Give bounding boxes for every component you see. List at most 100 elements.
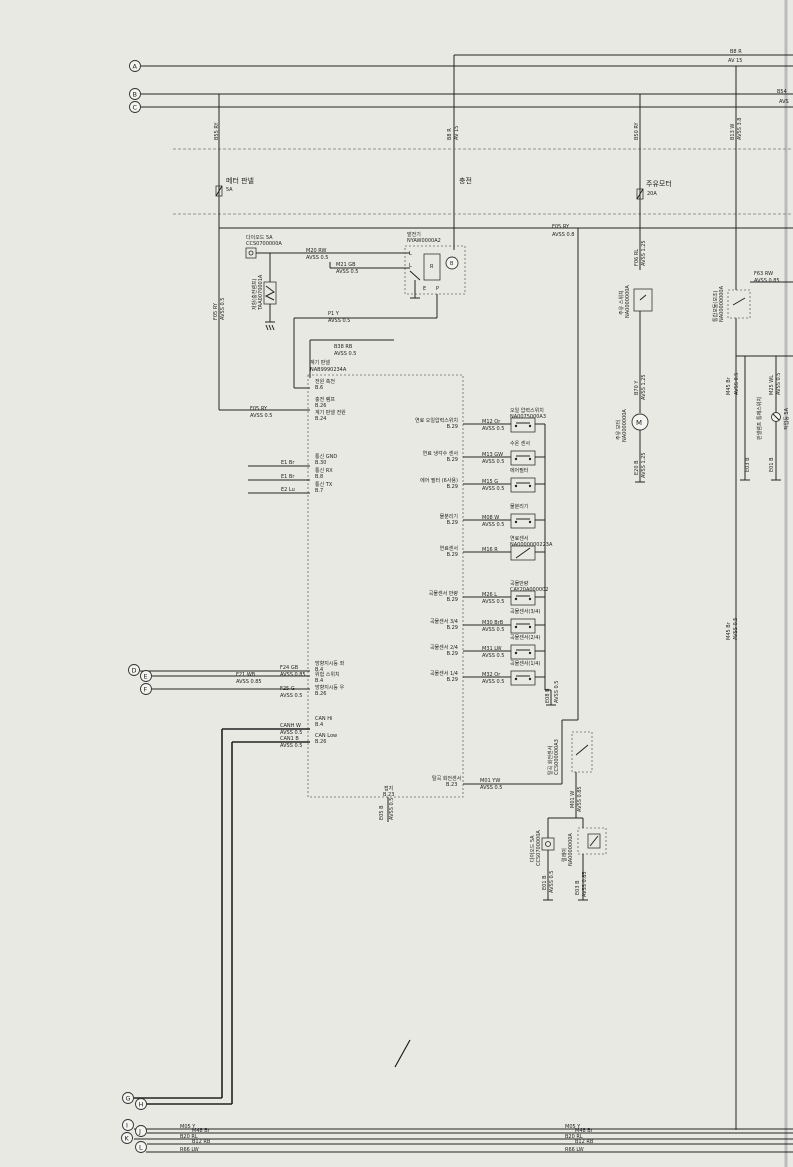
panel-left-pin-number: B.30 <box>315 460 326 466</box>
connector-e: E <box>140 670 152 682</box>
svg-text:M: M <box>636 419 642 427</box>
signal-wire-spec: AVSS 0.5 <box>482 653 504 659</box>
fuse-icon <box>636 188 644 200</box>
rot-gnd2: E03 B <box>575 880 581 895</box>
sensor: 곡물센서(3/4) <box>510 608 545 634</box>
e-wire: F21 WB <box>236 672 256 678</box>
fuel-switch-part: NA0000000A <box>625 285 631 318</box>
fuel-wire-label: B50 RY <box>634 121 640 140</box>
signal-wire-spec: AVSS 0.5 <box>482 679 504 685</box>
sensor-label: 물분리기 <box>510 503 528 510</box>
alternator-icon <box>445 256 459 270</box>
signal-wire-spec: AVSS 0.5 <box>482 599 504 605</box>
panel-left-pin: 계기 판넬 전원B.24 <box>315 409 346 422</box>
rotation-pin: B.23 <box>446 782 457 788</box>
signal-wire-spec: AVSS 0.5 <box>482 459 504 465</box>
svg-text:L: L <box>139 1144 143 1152</box>
sensor-label: 에어필터 <box>510 467 528 474</box>
contact-icon <box>528 457 532 461</box>
panel-left-pin: 방향지시등 좌B.4 <box>315 660 345 673</box>
panel-left-pin-number: B.26 <box>315 739 326 745</box>
can-h-wire: CANH W <box>280 723 301 729</box>
resistor-component: 저항(충전램프) TAA0070001A <box>251 253 277 331</box>
rot-diode-label: 다이오드 5A <box>529 835 536 862</box>
signal-wire-label: M31 LW <box>482 646 502 652</box>
alt-wire3-spec: AVSS 0.5 <box>328 318 350 324</box>
panel-right-pin-number: B.29 <box>447 552 458 558</box>
pen-mark <box>394 1039 411 1068</box>
right-branch: B13 W AVSS 3.8 <box>730 66 743 290</box>
right-long-wire: M45 Br <box>726 621 732 640</box>
can-h-spec: AVSS 0.5 <box>280 730 302 736</box>
connector-d: D <box>128 664 140 676</box>
fuel-pump-circuit: 주유 스위치 NA0000000A F06 RL AVSS 1.25 M B70… <box>615 240 653 483</box>
panel-right-pin-label: 연료 오일압력스위치 <box>415 417 458 424</box>
sensor-part: CAY20A000002 <box>510 587 548 593</box>
sensor-label: 곡물센서(2/4) <box>510 634 540 641</box>
bus-wire-label-left: M05 Y <box>180 1124 196 1130</box>
connector-k: K <box>121 1132 133 1144</box>
fuel-fuse-branch: B50 RY 주유모터 20A <box>634 94 672 270</box>
sensors-gnd-wire: E08 B <box>545 688 551 703</box>
right-wire-spec: AVSS 3.8 <box>737 118 743 140</box>
rotation-sensor-wire: M01 W <box>570 791 576 808</box>
panel-right-pin-number: B.29 <box>447 484 458 490</box>
d-wire: F24 GB <box>280 665 299 671</box>
relay-icon <box>589 835 599 847</box>
alt-wire3: P1 Y <box>328 311 340 317</box>
sensor-label: 수온 센서 <box>510 440 530 447</box>
rot-gnd1-spec: AVSS 0.5 <box>549 871 555 893</box>
panel-left-pin: 방향지시등 우B.26 <box>315 684 345 697</box>
contact-icon <box>514 625 518 629</box>
connector-h: H <box>135 1098 147 1110</box>
contact-icon <box>528 651 532 655</box>
fuel-wire2-spec: AVSS 1.25 <box>641 374 647 400</box>
resistor-part: TAA0070001A <box>258 274 264 311</box>
lamp-side-label: 판넬램프 통제스위치 <box>756 397 763 440</box>
sensor-switch-icon <box>510 590 536 606</box>
bus-wire-label-left: M48 Br <box>192 1128 211 1134</box>
panel-right-pin-label: 에어 필터 (6사용) <box>420 477 458 484</box>
signal-wire-label: M12 Or <box>482 419 501 425</box>
panel-feed-spec: AVSS 0.5 <box>334 351 356 357</box>
panel-right-pin-number: B.29 <box>447 677 458 683</box>
sensor: 곡물센서(1/4) <box>510 660 545 686</box>
signal-wire-label: M16 R <box>482 547 498 553</box>
sensor: 물분리기 <box>510 503 545 529</box>
panel-left-pin-label: 계기 판넬 전원 <box>315 409 346 416</box>
panel-left-pin-number: B.4 <box>315 667 323 673</box>
fuel-fuse-label: 주유모터 <box>646 179 672 188</box>
fuel-motor-part: NA0000000A <box>622 409 628 442</box>
right-wire1-spec: AVSS 0.85 <box>754 278 780 284</box>
panel-left-pin-label: 통신 RX <box>315 467 333 474</box>
top-wire-a-label: B8 R <box>730 49 742 55</box>
contact-icon <box>528 625 532 629</box>
panel-feed-wire: B38 RB <box>334 344 353 350</box>
contact-icon <box>514 520 518 524</box>
contact-icon <box>528 484 532 488</box>
left-drop: F05 RY AVSS 0.5 F05 RY AVSS 0.5 <box>213 228 310 419</box>
sensors-gnd-spec: AVSS 0.5 <box>554 681 560 703</box>
panel-right-pin-number: B.29 <box>447 625 458 631</box>
rot-diode-part: CCS0700000A <box>536 830 542 866</box>
panel-right-pin-label: 곡물센서 만량 <box>429 590 459 597</box>
panel-feed-wire: F05 RY <box>250 406 268 412</box>
panel-left-pin: 통신 TXB.7 <box>315 481 333 494</box>
rotation-part: CCS000000A3 <box>554 739 560 775</box>
lamp-label: 작업등 5A <box>783 407 790 430</box>
contact-icon <box>514 597 518 601</box>
panel-right-pin-label: 곡물센서 1/4 <box>430 670 458 677</box>
panel-left-pin-number: B.24 <box>315 416 326 422</box>
alt-wire1: M20 RW <box>306 248 327 254</box>
panel-ground-pin: B.23 <box>383 792 394 798</box>
panel-right-pin-label: 물분리기 <box>440 513 458 520</box>
top-bus: B8 R AV 15 B54 AVS <box>141 49 793 250</box>
diode-icon <box>545 841 551 847</box>
